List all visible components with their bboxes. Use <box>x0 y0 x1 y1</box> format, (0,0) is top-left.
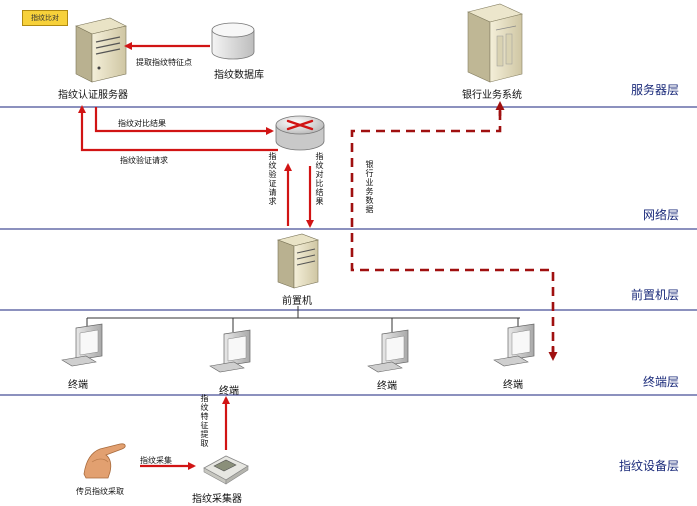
collector-label: 指纹采集器 <box>192 494 242 505</box>
terminal-2-icon <box>209 329 251 373</box>
edge-bank-service: 银行业务数据 <box>365 160 374 214</box>
fingerprint-reader-icon <box>203 455 249 485</box>
front-machine-label: 前置机 <box>282 296 312 307</box>
layer-terminal: 终端层 <box>642 375 679 389</box>
edge-fp-collect: 指纹采集 <box>140 456 172 465</box>
bank-system-label: 银行业务系统 <box>462 90 522 101</box>
edge-compare-result-vertical: 指纹对比结果 <box>315 152 324 206</box>
auth-server-icon <box>75 17 127 83</box>
terminal-4-label: 终端 <box>503 380 523 391</box>
layer-front: 前置机层 <box>630 288 679 302</box>
layer-network: 网络层 <box>642 208 679 222</box>
terminal-3-icon <box>367 329 409 373</box>
layer-device: 指纹设备层 <box>618 459 679 473</box>
front-machine-icon <box>276 233 320 289</box>
terminal-1-label: 终端 <box>68 380 88 391</box>
arrow-server-to-router <box>94 107 274 135</box>
dashed-bank-path <box>350 110 555 356</box>
edge-extract-features: 提取指纹特征点 <box>136 58 192 67</box>
edge-fp-feature-extract: 指纹特征提取 <box>200 394 209 448</box>
edge-verify-request-vertical: 指纹验证请求 <box>268 152 277 206</box>
terminal-3-label: 终端 <box>377 381 397 392</box>
database-label: 指纹数据库 <box>214 70 264 81</box>
edge-verify-request: 指纹验证请求 <box>120 156 168 165</box>
terminal-4-icon <box>493 323 535 367</box>
finger-hand-icon <box>80 440 128 479</box>
router-icon <box>275 115 325 151</box>
person-label: 传员指纹采取 <box>76 487 124 496</box>
edge-compare-result: 指纹对比结果 <box>118 119 166 128</box>
bank-server-icon <box>467 3 523 83</box>
layer-server: 服务器层 <box>630 83 679 97</box>
note-sticky: 指纹比对 <box>22 10 68 26</box>
arrow-router-to-server <box>78 105 278 152</box>
database-icon <box>211 22 255 60</box>
terminal-1-icon <box>61 323 103 367</box>
auth-server-label: 指纹认证服务器 <box>58 90 128 101</box>
terminal-2-label: 终端 <box>219 386 239 397</box>
